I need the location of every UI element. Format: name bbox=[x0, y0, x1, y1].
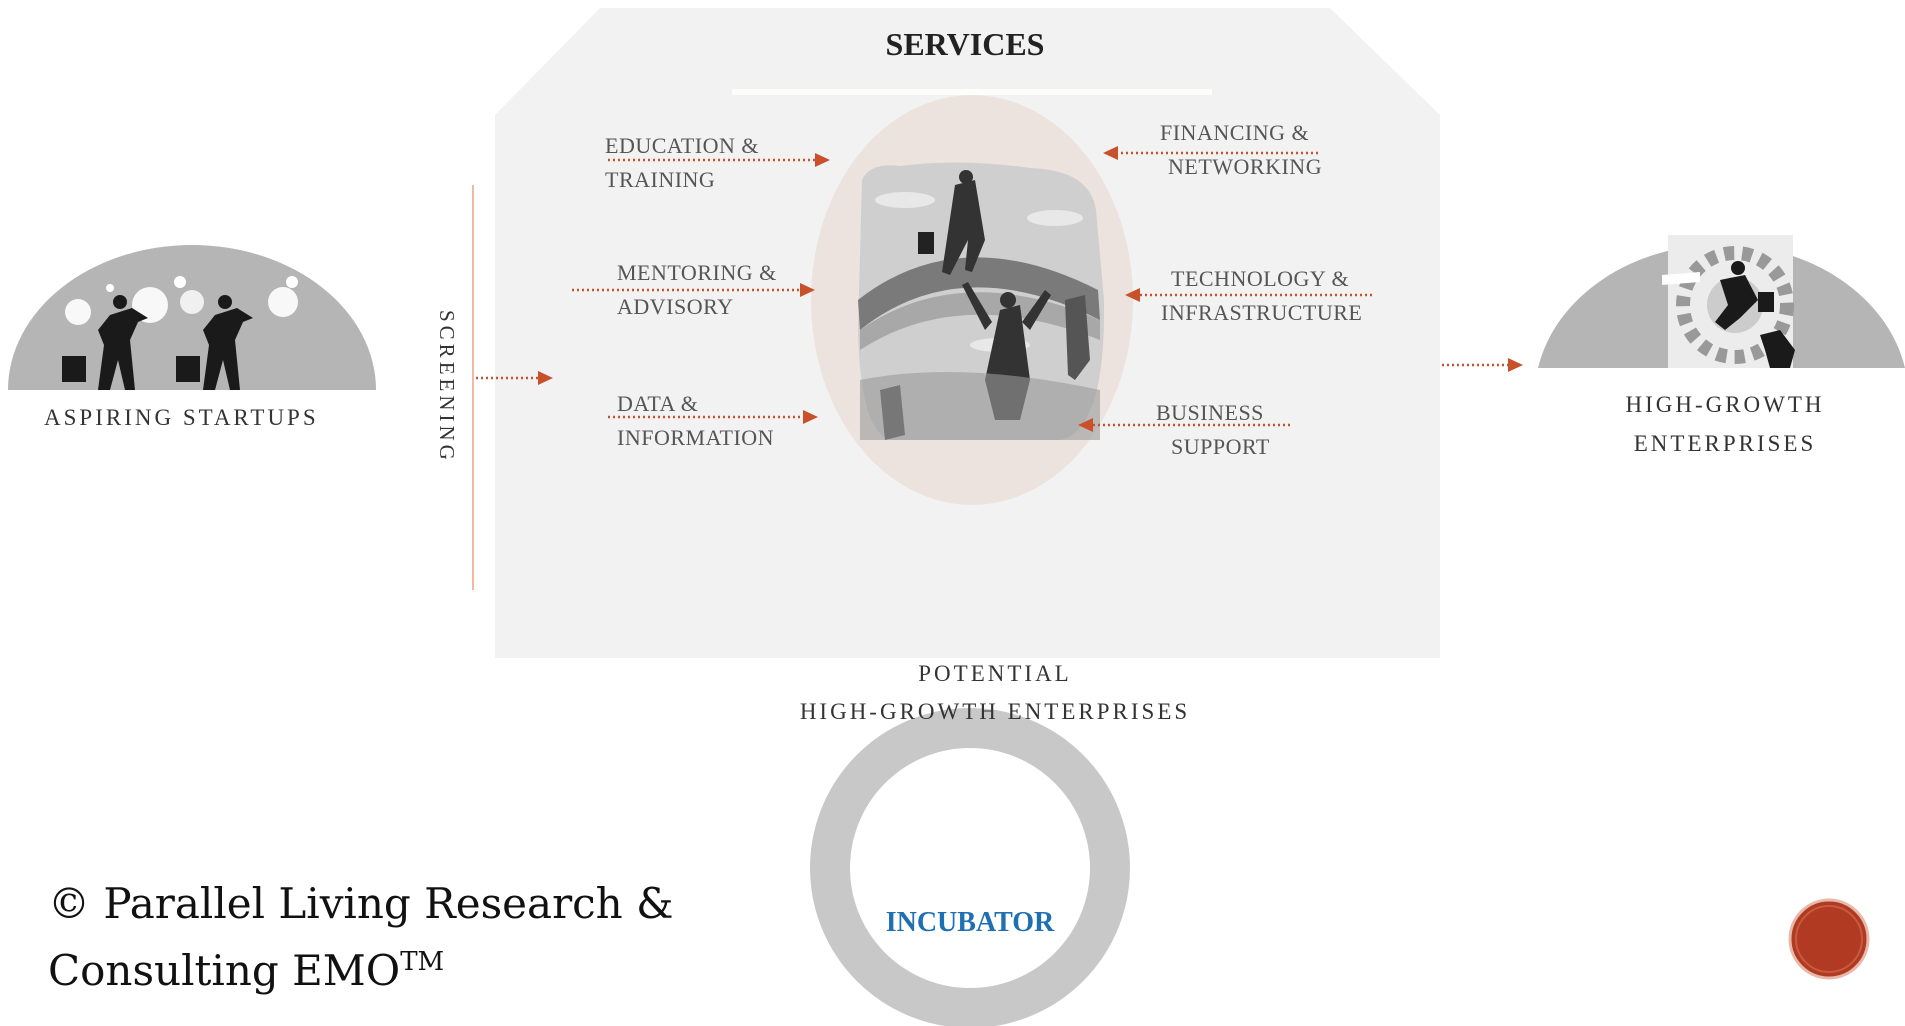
services-title-underline bbox=[732, 89, 1212, 95]
service-financing-line2: NETWORKING bbox=[1168, 154, 1323, 179]
service-mentoring: MENTORING & ADVISORY bbox=[617, 256, 777, 324]
service-data-line2: INFORMATION bbox=[617, 425, 775, 450]
service-business-line1: BUSINESS bbox=[1156, 400, 1264, 425]
aspiring-startups-image bbox=[8, 245, 376, 390]
slide-nav-button[interactable] bbox=[1788, 898, 1870, 980]
service-financing-line1: FINANCING & bbox=[1160, 120, 1310, 145]
incubator-label: INCUBATOR bbox=[885, 907, 1055, 938]
service-business: BUSINESS SUPPORT bbox=[1156, 396, 1270, 464]
service-technology-line1: TECHNOLOGY & bbox=[1171, 266, 1350, 291]
copyright-line2: Consulting EMOTM bbox=[48, 933, 673, 1000]
potential-line2: HIGH-GROWTH ENTERPRISES bbox=[799, 699, 1191, 724]
bridge-illustration-image bbox=[858, 162, 1105, 440]
high-growth-line2: ENTERPRISES bbox=[1633, 431, 1817, 456]
copyright-text: © Parallel Living Research & Consulting … bbox=[48, 875, 673, 1000]
high-growth-label: HIGH-GROWTH ENTERPRISES bbox=[1590, 385, 1860, 463]
services-title: SERVICES bbox=[885, 26, 1045, 62]
service-data: DATA & INFORMATION bbox=[617, 387, 774, 455]
potential-line1: POTENTIAL bbox=[918, 661, 1072, 686]
copyright-line2-text: Consulting EMO bbox=[48, 946, 401, 995]
service-data-line1: DATA & bbox=[617, 391, 699, 416]
high-growth-image bbox=[1538, 235, 1905, 368]
potential-label: POTENTIAL HIGH-GROWTH ENTERPRISES bbox=[770, 655, 1220, 731]
trademark-mark: TM bbox=[400, 947, 445, 977]
service-technology: TECHNOLOGY & INFRASTRUCTURE bbox=[1161, 262, 1362, 330]
service-technology-line2: INFRASTRUCTURE bbox=[1161, 300, 1363, 325]
service-education: EDUCATION & TRAINING bbox=[605, 129, 759, 197]
service-education-line1: EDUCATION & bbox=[605, 133, 759, 158]
aspiring-startups-label: ASPIRING STARTUPS bbox=[44, 405, 319, 430]
service-financing: FINANCING & NETWORKING bbox=[1160, 116, 1322, 184]
screening-label: SCREENING bbox=[435, 310, 459, 464]
service-mentoring-line1: MENTORING & bbox=[617, 260, 777, 285]
service-business-line2: SUPPORT bbox=[1171, 434, 1270, 459]
service-education-line2: TRAINING bbox=[605, 167, 716, 192]
incubator-ring bbox=[810, 708, 1130, 1026]
copyright-line1: © Parallel Living Research & bbox=[48, 879, 674, 928]
high-growth-line1: HIGH-GROWTH bbox=[1625, 392, 1825, 417]
service-mentoring-line2: ADVISORY bbox=[617, 294, 734, 319]
